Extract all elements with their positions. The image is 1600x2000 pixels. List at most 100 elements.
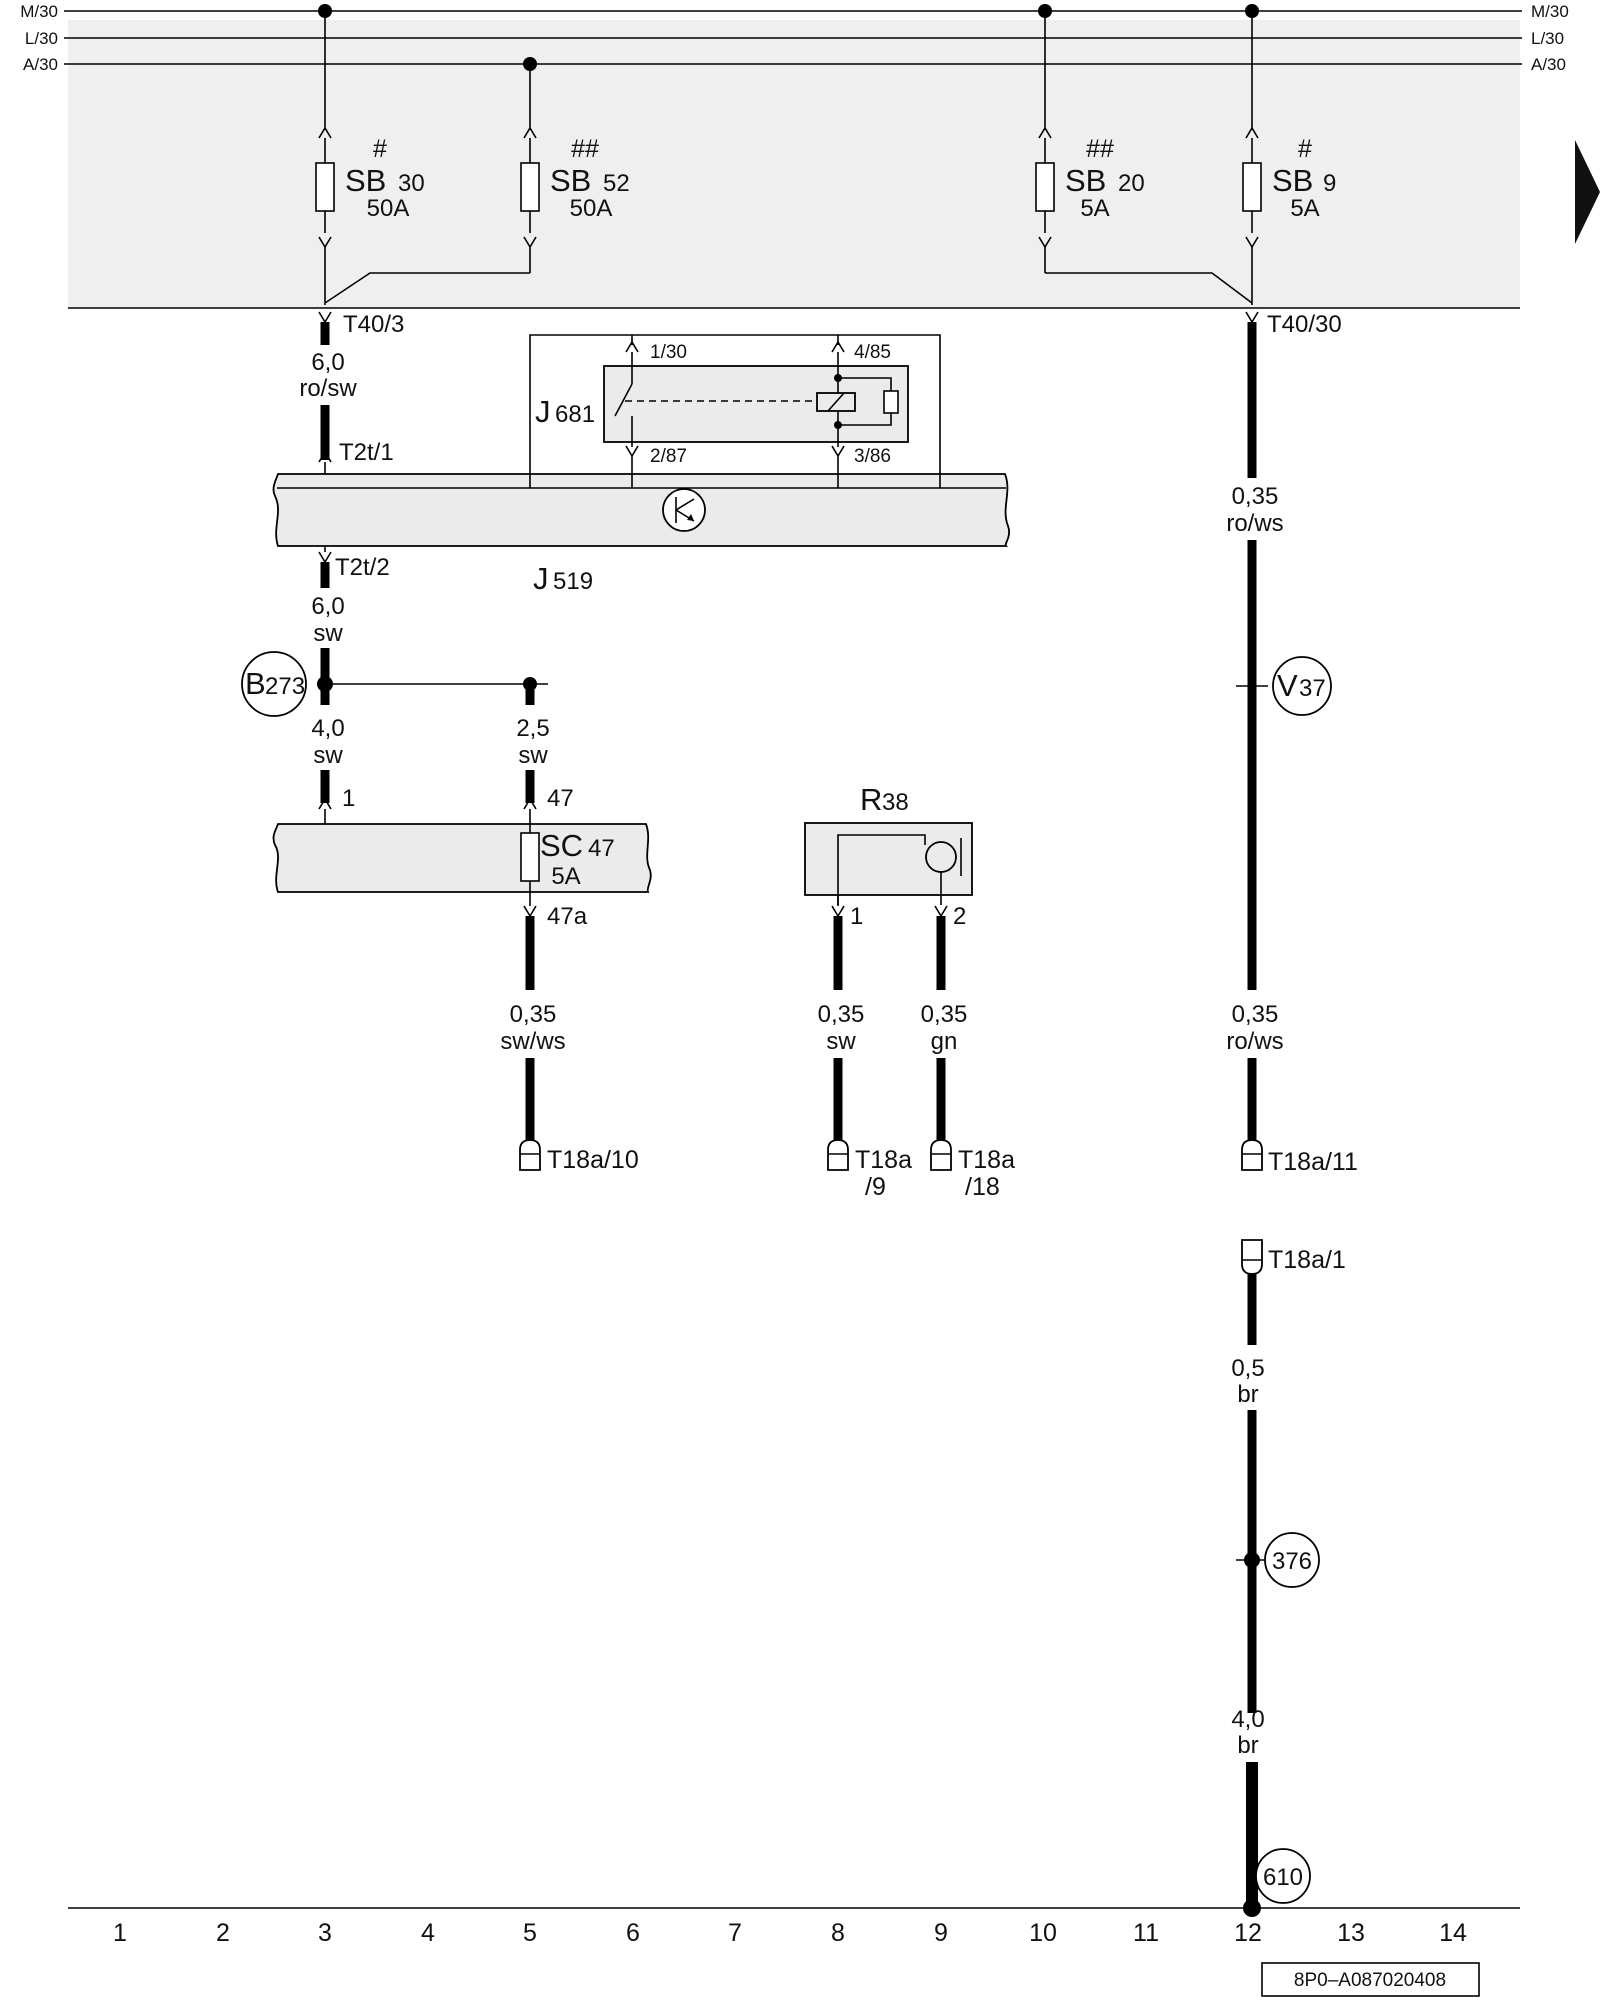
wire-color: sw: [313, 620, 343, 647]
connector-socket-icon: [1241, 1139, 1263, 1171]
drawing-id-box: 8P0–A087020408: [1261, 1962, 1480, 1997]
component-name: J: [535, 394, 551, 429]
pin-label: 1: [342, 785, 355, 812]
rail-label-m30-right: M/30: [1531, 2, 1569, 21]
rail-label-l30-right: L/30: [1531, 29, 1564, 48]
connector-label: /18: [965, 1173, 1000, 1201]
relay-pin-label: 4/85: [854, 342, 891, 363]
wire-t40-30: T40/30 0,35 ro/ws: [1226, 311, 1342, 990]
connector-label: T2t/1: [339, 439, 394, 466]
node-number: 37: [1299, 675, 1326, 702]
supply-rails: M/30 L/30 A/30 M/30 L/30 A/30: [20, 2, 1569, 74]
track-numbers: 1 2 3 4 5 6 7 8 9 10 11 12 13 14: [113, 1919, 1467, 1947]
pin-label: 1: [850, 903, 863, 930]
pin-label: 2: [953, 903, 966, 930]
relay-pin-label: 3/86: [854, 446, 891, 467]
rail-label-m30-left: M/30: [20, 2, 58, 21]
fuse-rating: 5A: [1080, 195, 1109, 222]
track-number: 6: [626, 1919, 640, 1947]
microphone-icon: [925, 841, 957, 873]
track-number: 5: [523, 1919, 537, 1947]
fuse-panel: [68, 20, 1520, 308]
node-number: 610: [1263, 1864, 1303, 1891]
wire-size: 6,0: [311, 593, 344, 620]
fuse-sb9: # SB 9 5A: [1242, 11, 1336, 305]
wire-color: gn: [931, 1028, 958, 1055]
wire-size: 0,35: [510, 1001, 557, 1028]
track-number: 11: [1133, 1919, 1159, 1947]
track-number: 3: [318, 1919, 332, 1947]
wire-color: ro/sw: [299, 375, 357, 402]
wire-v37-down: 0,35 ro/ws T18a/11: [1226, 1001, 1358, 1176]
fuse-rating: 5A: [1290, 195, 1319, 222]
wire-r38-2: 2 0,35 gn T18a /18: [921, 903, 1015, 1201]
wire-color: br: [1237, 1381, 1258, 1408]
node-name: V: [1277, 668, 1298, 703]
connector-label: T2t/2: [335, 554, 390, 581]
wire-size: 0,5: [1231, 1355, 1264, 1382]
wire-sc47a: 47a 0,35 sw/ws T18a/10: [500, 892, 639, 1174]
transistor-icon: [662, 488, 706, 532]
component-number: 681: [555, 401, 595, 428]
track-number: 1: [113, 1919, 127, 1947]
track-number: 10: [1029, 1919, 1057, 1947]
node-376: 376: [1236, 1532, 1320, 1588]
connector-label: T18a: [958, 1146, 1015, 1174]
fuse-mark: ##: [1086, 135, 1114, 163]
node-b273: B 273: [241, 651, 548, 717]
connector-label: T40/3: [343, 311, 404, 338]
fuse-name: SC: [540, 828, 583, 863]
track-number: 4: [421, 1919, 435, 1947]
wire-color: br: [1237, 1732, 1258, 1759]
wire-color: ro/ws: [1226, 510, 1283, 537]
fuse-carrier-sc: SC 47 5A: [272, 823, 652, 893]
connector-label: T18a/10: [547, 1146, 639, 1174]
pin-label: 47: [547, 785, 574, 812]
fuse-name: SB: [1272, 163, 1313, 198]
drawing-id: 8P0–A087020408: [1294, 1970, 1446, 1991]
wire-b273-down: 4,0 sw 1: [311, 715, 355, 824]
fuse-number: 52: [603, 170, 630, 197]
connector-label: T40/30: [1267, 311, 1342, 338]
wire-size: 4,0: [311, 715, 344, 742]
track-number: 13: [1337, 1919, 1365, 1947]
wire-size: 0,35: [818, 1001, 865, 1028]
fuse-number: 47: [588, 835, 615, 862]
pin-label: 47a: [547, 903, 588, 930]
node-number: 376: [1272, 1548, 1312, 1575]
wire-color: ro/ws: [1226, 1028, 1283, 1055]
wire-size: 0,35: [1232, 483, 1279, 510]
wire-b273-branch: 2,5 sw 47: [516, 684, 574, 824]
wire-color: sw: [518, 742, 548, 769]
node-v37: V 37: [1236, 656, 1332, 716]
wire-size: 0,35: [1232, 1001, 1279, 1028]
wire-color: sw: [313, 742, 343, 769]
connector-label: T18a: [855, 1146, 912, 1174]
wire-size: 0,35: [921, 1001, 968, 1028]
connector-socket-icon: [519, 1139, 541, 1171]
connector-label: T18a/1: [1268, 1246, 1346, 1274]
fuse-mark: #: [373, 135, 387, 163]
track-number: 9: [934, 1919, 948, 1947]
rail-label-a30-right: A/30: [1531, 55, 1566, 74]
wire-r38-1: 1 0,35 sw T18a /9: [818, 895, 912, 1201]
wire-size: 6,0: [311, 349, 344, 376]
rail-label-l30-left: L/30: [25, 29, 58, 48]
connector-socket-icon: [827, 1139, 849, 1171]
continue-arrow-icon: [1575, 140, 1600, 244]
relay-j681: 1/30 2/87 4/85 3/86 J 681: [529, 334, 941, 488]
component-number: 519: [553, 568, 593, 595]
fuse-number: 9: [1323, 170, 1336, 197]
track-number: 7: [728, 1919, 742, 1947]
fuse-name: SB: [550, 163, 591, 198]
wire-size: 2,5: [516, 715, 549, 742]
fuse-sb52: ## SB 52 50A: [324, 64, 630, 304]
fuse-rating: 50A: [367, 195, 410, 222]
component-name: R: [860, 782, 882, 817]
component-name: J: [533, 561, 549, 596]
resistor-icon: [883, 390, 899, 414]
connector-plug-icon: [1241, 1239, 1263, 1275]
wire-t18a-1: T18a/1 0,5 br: [1231, 1239, 1346, 1713]
fuse-number: 20: [1118, 170, 1145, 197]
